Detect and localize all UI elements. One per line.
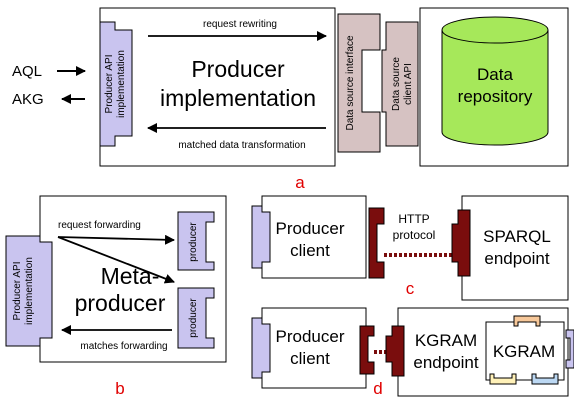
panel-a: AQL AKG Producer API implementation requ… [12,7,569,192]
data-source-interface-label: Data source interface [345,35,356,130]
meta-api-label-2: implementation [24,257,35,325]
matches-forwarding-label: matches forwarding [80,341,167,352]
producer-client-tab-d [251,317,271,379]
kgram-connector-left [359,325,375,375]
producer-client-box-d [261,307,367,389]
data-source-interface [337,13,381,153]
producer-title-2: implementation [160,85,316,111]
producer-title-1: Producer [191,56,285,82]
panel-b: Producer API implementation request forw… [5,195,227,398]
kgram-endpoint-tab [385,325,405,377]
client-api-label-2: client API [403,63,414,105]
http-label-2: protocol [393,228,436,242]
kgram-engine-box [485,321,565,381]
request-forwarding-label: request forwarding [58,220,141,231]
request-forwarding-arrow-2 [57,236,175,284]
panel-d: Producer client KGRAM endpoint KGRAM d [251,307,574,398]
kgram-endpoint-label-2: endpoint [413,353,479,372]
aql-label: AQL [12,63,42,80]
producer-client-d-label-2: client [290,349,330,368]
producer-client-d-label-1: Producer [276,327,345,346]
producer-slot-bottom [177,287,215,349]
data-source-client-api [381,21,419,147]
panel-b-label: b [115,379,124,398]
repository-label-1: Data [477,65,513,84]
sparql-endpoint-box [461,195,569,301]
http-label-1: HTTP [398,212,429,226]
http-connector-left [368,207,385,279]
kgram-top-plugin [513,315,541,327]
meta-api-label-1: Producer API [12,262,23,321]
panel-c-label: c [406,279,415,298]
producer-slot-top [177,211,215,271]
meta-producer-title-1: Meta- [101,263,160,289]
meta-producer-title-2: producer [75,290,166,316]
matched-data-label: matched data transformation [178,140,305,151]
request-rewriting-label: request rewriting [203,19,277,30]
sparql-endpoint-label-2: endpoint [484,249,550,268]
kgram-bottom-plugin-right [531,373,559,385]
repository-label-2: repository [458,87,533,106]
akg-label: AKG [12,91,44,108]
producer-slot-bottom-label: producer [188,298,199,338]
producer-api-tab [99,21,133,147]
sparql-endpoint-label-1: SPARQL [483,227,551,246]
producer-api-label-2: implementation [116,50,127,118]
client-api-label-1: Data source [391,57,402,111]
database-cylinder-icon [441,16,549,146]
producer-api-label-1: Producer API [104,55,115,114]
meta-producer-api-tab [5,235,53,347]
panel-a-label: a [295,173,305,192]
producer-client-tab-c [251,205,271,269]
kgram-engine-label: KGRAM [493,342,555,361]
kgram-endpoint-label-1: KGRAM [415,331,477,350]
producer-client-c-label-2: client [290,241,330,260]
sparql-endpoint-tab [451,209,471,277]
request-forwarding-arrow-1 [57,234,175,245]
panel-c: Producer client HTTP protocol SPARQL end… [251,195,569,301]
producer-client-c-label-1: Producer [276,219,345,238]
kgram-bottom-plugin-left [489,373,517,385]
producer-slot-top-label: producer [188,222,199,262]
kgram-right-plugin [565,329,574,369]
panel-d-label: d [373,379,382,398]
